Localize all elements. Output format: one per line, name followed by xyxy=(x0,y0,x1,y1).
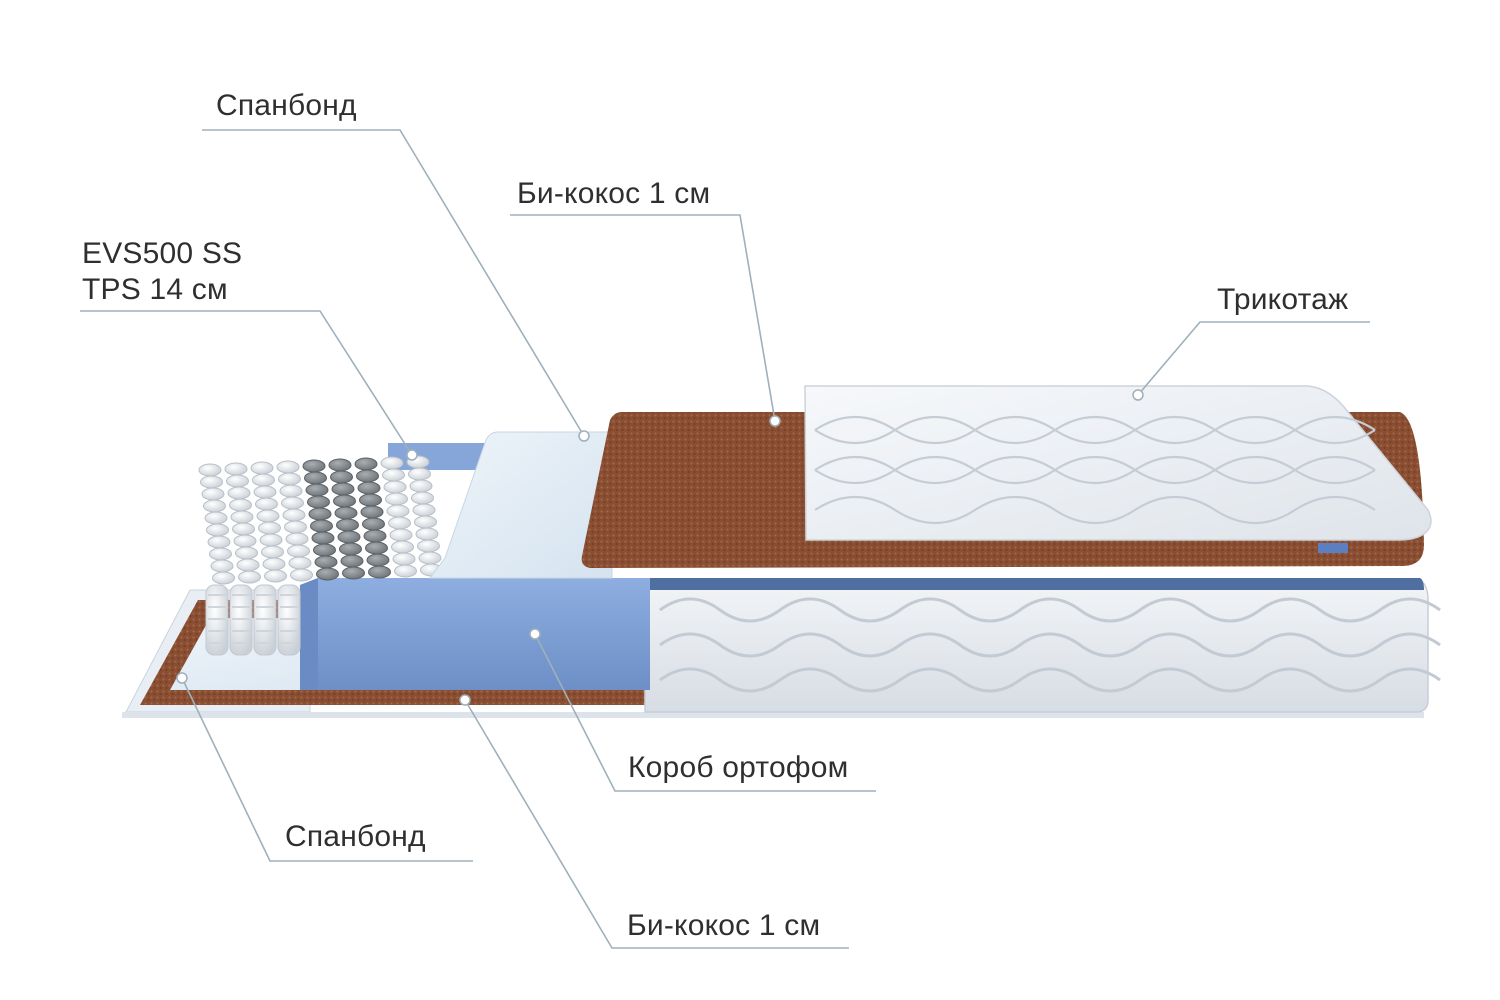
leader-line-springs xyxy=(80,310,413,456)
leader-dot-springs xyxy=(406,449,418,461)
label-knit: Трикотаж xyxy=(1217,283,1349,316)
mattress-side-cover xyxy=(615,578,1441,713)
leader-line-spunbond-bottom xyxy=(181,677,473,862)
spring-unit-icon xyxy=(198,455,443,656)
label-bicoconut-bottom: Би-кокос 1 см xyxy=(627,909,821,942)
leader-dot-knit xyxy=(1132,389,1144,401)
leader-line-foam-box xyxy=(534,633,876,792)
leader-dot-spunbond-top xyxy=(578,430,590,442)
leader-line-knit xyxy=(1137,321,1370,396)
leader-dot-spunbond-bottom xyxy=(176,672,188,684)
quilt-pattern-icon xyxy=(659,597,1441,693)
knit-cover-layer xyxy=(804,385,1432,553)
leader-dot-bicoconut-bottom xyxy=(459,694,471,706)
label-springs-line1: EVS500 SS xyxy=(82,237,243,270)
brand-tag-icon xyxy=(1318,543,1348,553)
label-spunbond-top: Спанбонд xyxy=(216,89,357,122)
leader-dot-foam-box xyxy=(529,628,541,640)
label-foam-box: Короб ортофом xyxy=(628,751,849,784)
leader-dots xyxy=(176,389,1144,706)
leader-line-spunbond-top xyxy=(202,129,585,437)
label-spunbond-bottom: Спанбонд xyxy=(285,820,426,853)
leader-line-bicoconut-bottom xyxy=(464,699,849,949)
top-spunbond-layer xyxy=(428,431,613,579)
leader-line-bicoconut-top xyxy=(510,214,776,422)
leader-dot-bicoconut-top xyxy=(769,415,781,427)
label-springs-line2: TPS 14 см xyxy=(82,273,228,306)
label-bicoconut-top: Би-кокос 1 см xyxy=(517,177,711,210)
leader-lines xyxy=(80,129,1370,949)
foam-box-layer xyxy=(300,443,650,690)
